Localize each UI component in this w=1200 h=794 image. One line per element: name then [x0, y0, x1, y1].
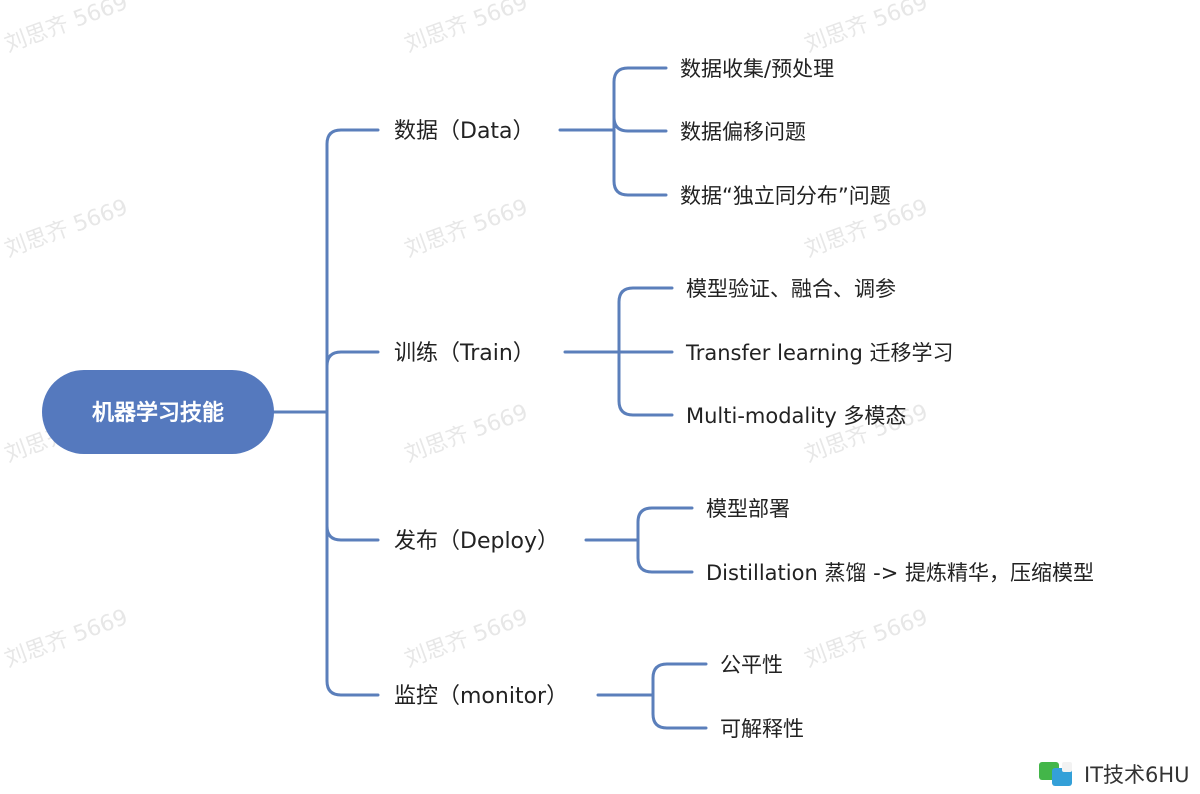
leaf-connector — [612, 128, 668, 197]
watermark-text: 刘思齐 5669 — [2, 0, 132, 58]
leaf-label: 公平性 — [720, 653, 783, 677]
leaf-connector — [612, 66, 668, 132]
watermark-text: 刘思齐 5669 — [402, 605, 532, 673]
leaf-label: 模型验证、融合、调参 — [686, 277, 896, 301]
connector-lines — [272, 66, 708, 730]
leaf-label: 模型部署 — [706, 497, 790, 521]
root-node: 机器学习技能 — [42, 370, 274, 454]
leaf-connector — [612, 115, 668, 133]
watermark-text: 刘思齐 5669 — [402, 400, 532, 468]
root-pill — [42, 370, 274, 454]
watermark-text: 刘思齐 5669 — [2, 195, 132, 263]
leaf-connector — [617, 350, 674, 417]
leaf-connector — [636, 538, 694, 574]
watermark-text: 刘思齐 5669 — [2, 605, 132, 673]
leaf-label: Multi-modality 多模态 — [686, 404, 906, 428]
watermark-text: 刘思齐 5669 — [402, 195, 532, 263]
branch-connector — [325, 350, 380, 414]
branch-label: 训练（Train） — [394, 341, 535, 366]
root-label: 机器学习技能 — [92, 400, 224, 426]
branch-label: 数据（Data） — [394, 119, 535, 144]
footer-brand: IT技术6HU — [1039, 762, 1190, 787]
leaf-label: 数据“独立同分布”问题 — [680, 184, 891, 208]
branch-node: 发布（Deploy） — [394, 529, 559, 554]
leaf-connector — [651, 693, 708, 730]
branches: 数据（Data） 数据收集/预处理数据偏移问题数据“独立同分布”问题训练（Trai… — [394, 57, 1094, 741]
branch-node: 数据（Data） — [394, 119, 535, 144]
footer-brand-label: IT技术6HU — [1084, 763, 1190, 787]
leaf-label: Transfer learning 迁移学习 — [685, 341, 953, 365]
leaf-label: 可解释性 — [720, 717, 804, 741]
leaf-connector — [617, 286, 674, 354]
leaf-label: 数据收集/预处理 — [680, 57, 834, 81]
branch-connector — [325, 410, 380, 542]
watermark-text: 刘思齐 5669 — [802, 605, 932, 673]
branch-node: 训练（Train） — [394, 341, 535, 366]
branch-node: 监控（monitor） — [394, 684, 568, 709]
watermark-text: 刘思齐 5669 — [802, 0, 932, 58]
branch-label: 监控（monitor） — [394, 684, 568, 709]
branch-connector — [325, 128, 380, 414]
leaf-connector — [651, 662, 708, 697]
branch-connector — [325, 410, 380, 697]
watermark-text: 刘思齐 5669 — [402, 0, 532, 58]
leaf-label: Distillation 蒸馏 -> 提炼精华，压缩模型 — [706, 561, 1094, 585]
leaf-label: 数据偏移问题 — [680, 120, 806, 144]
leaf-connector — [636, 506, 694, 542]
branch-label: 发布（Deploy） — [394, 529, 559, 554]
wechat-icon — [1039, 762, 1072, 786]
